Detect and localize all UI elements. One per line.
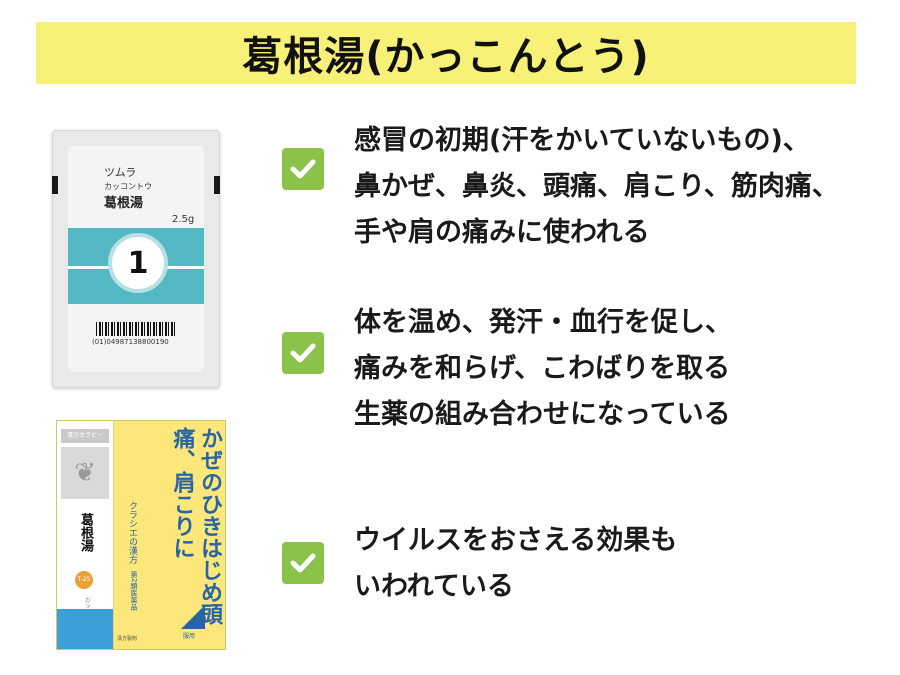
check-icon [282, 542, 324, 584]
title-banner: 葛根湯(かっこんとう) [36, 22, 856, 84]
sachet-brand: ツムラ [104, 166, 137, 179]
bullet-line: 生薬の組み合わせになっている [354, 399, 731, 430]
bullet-line: 痛みを和らげ、こわばりを取る [354, 353, 731, 384]
sachet-notch-left [52, 176, 58, 194]
box-side-panel: 漢方セラピー ❦ 葛根湯 T-25 カッコントウ [57, 421, 114, 649]
bullet-line: 感冒の初期(汗をかいていないもの)、 [354, 125, 810, 156]
sachet-notch-right [214, 176, 220, 194]
leaf-icon: ❦ [61, 447, 109, 499]
box-main-text: かぜのひきはじめ頭痛、肩こりに [169, 427, 223, 625]
box-blue-stripe [57, 609, 113, 649]
bullet-line: いわれている [354, 571, 514, 602]
box-subtext-class: 第2類医薬品 [130, 571, 138, 611]
medicine-box-image: 漢方セラピー ❦ 葛根湯 T-25 カッコントウ かぜのひきはじめ頭痛、肩こりに… [56, 420, 226, 650]
page-title: 葛根湯(かっこんとう) [242, 34, 650, 80]
sachet-name: 葛根湯 [104, 196, 144, 211]
check-icon [282, 332, 324, 374]
bullet-line: 体を温め、発汗・血行を促し、 [354, 307, 732, 338]
bullet-text-2: 体を温め、発汗・血行を促し、 痛みを和らげ、こわばりを取る 生薬の組み合わせにな… [354, 300, 732, 438]
bullet-text-3: ウイルスをおさえる効果も いわれている [354, 518, 677, 610]
box-brand-tag: 漢方セラピー [61, 429, 109, 443]
box-mark-label: 服用 [183, 633, 196, 640]
check-icon [282, 148, 324, 190]
box-side-name: 葛根湯 [78, 513, 93, 552]
box-subtext-brand: クラシエの漢方 [127, 501, 137, 564]
bullet-line: 手や肩の痛みに使われる [354, 217, 650, 248]
medicine-sachet-image: ツムラ カッコントウ 葛根湯 2.5g 1 (01)04987138800190 [52, 130, 220, 388]
box-bottom-text: 漢方製剤 [117, 636, 138, 642]
sachet-number-badge: 1 [108, 233, 168, 293]
bullet-text-1: 感冒の初期(汗をかいていないもの)、 鼻かぜ、鼻炎、頭痛、肩こり、筋肉痛、 手や… [354, 118, 839, 256]
sachet-kana: カッコントウ [104, 182, 152, 191]
barcode [96, 322, 176, 336]
bullet-line: 鼻かぜ、鼻炎、頭痛、肩こり、筋肉痛、 [354, 171, 839, 202]
barcode-number: (01)04987138800190 [92, 338, 169, 346]
bullet-line: ウイルスをおさえる効果も [354, 525, 678, 556]
box-side-badge: T-25 [75, 571, 93, 589]
sachet-weight: 2.5g [172, 214, 195, 225]
